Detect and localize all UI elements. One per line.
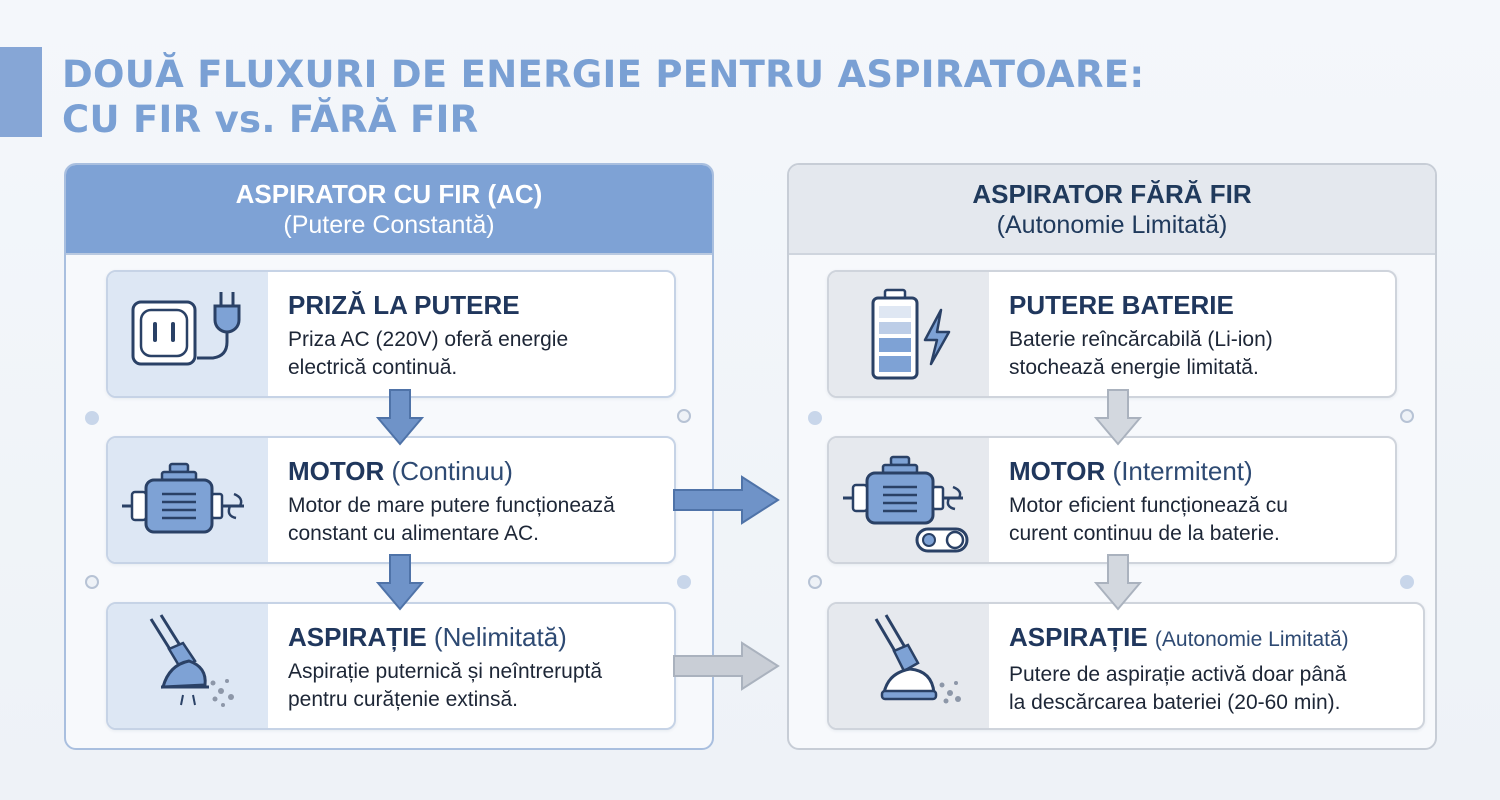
card-description: Motor de mare putere funcționează consta… — [288, 494, 615, 545]
card-title: ASPIRAȚIE — [288, 622, 427, 652]
flow-arrow-down — [1094, 389, 1142, 446]
motor-switch-icon — [829, 438, 989, 562]
corded-vacuum-panel: ASPIRATOR CU FIR (AC) (Putere Constantă)… — [64, 163, 714, 750]
corded-card-motor: MOTOR (Continuu) Motor de mare putere fu… — [106, 436, 676, 564]
card-title-qualifier: (Nelimitată) — [433, 622, 567, 652]
decorative-dot — [1400, 575, 1414, 589]
card-title-qualifier: (Autonomie Limitată) — [1154, 628, 1349, 651]
card-title: PUTERE BATERIE — [1009, 290, 1234, 320]
card-title: PRIZĂ LA PUTERE — [288, 290, 520, 320]
card-title-qualifier: (Continuu) — [391, 456, 513, 486]
cordless-panel-subtitle: (Autonomie Limitată) — [996, 211, 1228, 239]
cordless-card-suction: ASPIRAȚIE (Autonomie Limitată) Putere de… — [827, 602, 1425, 730]
battery-icon — [829, 272, 989, 396]
card-title: MOTOR — [1009, 456, 1106, 486]
flow-arrow-down — [376, 389, 424, 446]
flow-arrow-right — [673, 475, 780, 525]
card-description: Motor eficient funcționează cu curent co… — [1009, 494, 1288, 545]
page-title-line2: CU FIR vs. FĂRĂ FIR — [62, 98, 479, 141]
vacuum-nozzle-icon — [108, 604, 268, 728]
card-title: MOTOR — [288, 456, 385, 486]
title-accent-bar — [0, 47, 42, 137]
card-description: Priza AC (220V) oferă energie electrică … — [288, 328, 569, 379]
decorative-dot — [808, 575, 822, 589]
decorative-dot — [85, 575, 99, 589]
card-title: ASPIRAȚIE — [1009, 622, 1148, 652]
cordless-card-motor: MOTOR (Intermitent) Motor eficient funcț… — [827, 436, 1397, 564]
decorative-dot — [677, 575, 691, 589]
corded-panel-header: ASPIRATOR CU FIR (AC) (Putere Constantă) — [66, 165, 712, 255]
flow-arrow-down — [376, 554, 424, 611]
decorative-dot — [677, 409, 691, 423]
decorative-dot — [85, 411, 99, 425]
page-title: DOUĂ FLUXURI DE ENERGIE PENTRU ASPIRATOA… — [62, 52, 1144, 142]
motor-icon — [108, 438, 268, 562]
card-title-qualifier: (Intermitent) — [1112, 456, 1253, 486]
cordless-panel-header: ASPIRATOR FĂRĂ FIR (Autonomie Limitată) — [789, 165, 1435, 255]
cordless-vacuum-panel: ASPIRATOR FĂRĂ FIR (Autonomie Limitată) … — [787, 163, 1437, 750]
card-description: Aspirație puternică și neîntreruptă pent… — [288, 660, 603, 711]
corded-panel-subtitle: (Putere Constantă) — [283, 211, 495, 239]
outlet-plug-icon — [108, 272, 268, 396]
cordless-card-battery: PUTERE BATERIE Baterie reîncărcabilă (Li… — [827, 270, 1397, 398]
vacuum-nozzle-icon — [829, 604, 989, 728]
flow-arrow-down — [1094, 554, 1142, 611]
flow-arrow-right — [673, 641, 780, 691]
corded-card-suction: ASPIRAȚIE (Nelimitată) Aspirație puterni… — [106, 602, 676, 730]
card-description: Baterie reîncărcabilă (Li-ion) stochează… — [1009, 328, 1273, 379]
corded-card-outlet: PRIZĂ LA PUTERE Priza AC (220V) oferă en… — [106, 270, 676, 398]
decorative-dot — [1400, 409, 1414, 423]
decorative-dot — [808, 411, 822, 425]
page-title-line1: DOUĂ FLUXURI DE ENERGIE PENTRU ASPIRATOA… — [62, 53, 1145, 96]
corded-panel-title: ASPIRATOR CU FIR (AC) — [235, 179, 543, 209]
cordless-panel-title: ASPIRATOR FĂRĂ FIR — [972, 179, 1252, 209]
card-description: Putere de aspirație activă doar până la … — [1009, 663, 1347, 714]
